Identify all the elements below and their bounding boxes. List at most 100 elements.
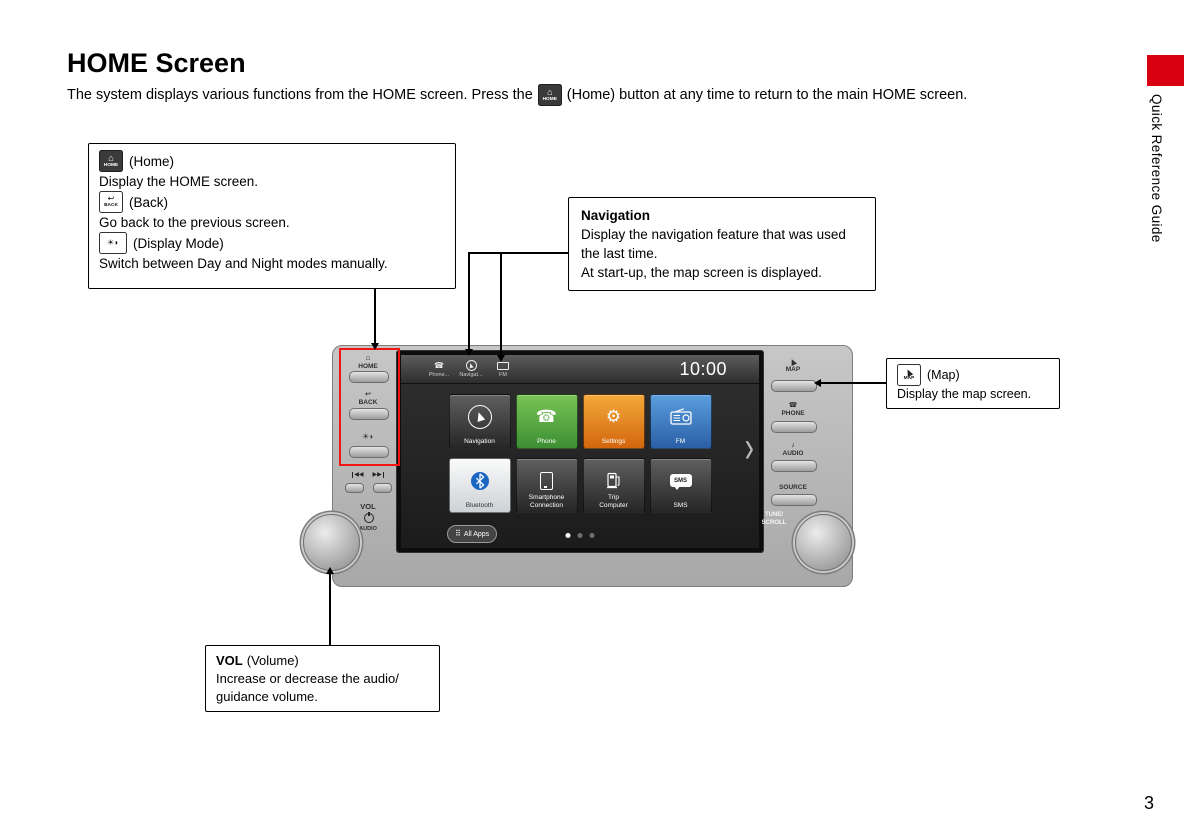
back-hard-button-label: ↩BACK [358, 391, 378, 406]
status-bar: ☎ Phone... Navigat... FM 10:00 [401, 355, 759, 384]
display-mode-hard-button [349, 446, 389, 458]
connector-line-volume [329, 574, 331, 645]
app-tile-fm: FM [649, 394, 712, 449]
callout-volume: VOL(Volume) Increase or decrease the aud… [205, 645, 440, 712]
tune-scroll-knob [795, 514, 852, 571]
callout-navigation: Navigation Display the navigation featur… [568, 197, 876, 291]
phone-hard-button [771, 421, 817, 433]
arrowhead [497, 355, 505, 362]
display-mode-desc: Switch between Day and Night modes manua… [99, 256, 388, 271]
callout-home-back-display: ⌂HOME (Home) Display the HOME screen. ↩B… [88, 143, 456, 289]
clock: 10:00 [679, 358, 727, 379]
radio-icon [669, 408, 692, 425]
phone-hard-button-label: ☎PHONE [781, 402, 805, 417]
map-row: MAP (Map) [897, 364, 1049, 386]
phone-icon: ☎ [788, 402, 798, 409]
tune-scroll-label: TUNE/SCROLL [761, 512, 787, 526]
page-dot-active [565, 533, 571, 538]
app-tile-navigation: Navigation [448, 394, 511, 449]
audio-hard-button-label: ♪AUDIO [782, 442, 804, 457]
app-tile-settings: ⚙ Settings [582, 394, 645, 449]
home-desc: Display the HOME screen. [99, 174, 259, 189]
all-apps-button: ⠿ All Apps [447, 525, 498, 543]
power-icon [364, 512, 374, 523]
side-section-label: Quick Reference Guide [1149, 94, 1164, 243]
navigation-icon [467, 404, 492, 429]
source-hard-button-label: SOURCE [779, 484, 807, 491]
back-icon: ↩BACK [99, 191, 123, 213]
intro-text: The system displays various functions fr… [67, 84, 1137, 106]
smartphone-icon [540, 471, 553, 490]
status-fm: FM [487, 361, 519, 378]
navigation-callout-desc2: At start-up, the map screen is displayed… [581, 265, 822, 280]
grid-icon: ⠿ [455, 529, 461, 538]
highlight-frame [339, 348, 400, 466]
connector-line-navigation [500, 252, 502, 356]
display-mode-icon: ☀◗ [361, 432, 374, 441]
display-mode-label: (Display Mode) [133, 235, 224, 251]
page-dot [577, 533, 583, 538]
home-hard-button [349, 371, 389, 383]
page-number: 3 [1144, 793, 1155, 813]
callout-map: MAP (Map) Display the map screen. [886, 358, 1060, 409]
map-arrow-icon [789, 358, 797, 366]
connector-line-navigation [468, 252, 470, 350]
app-tile-trip-computer: Trip Computer [582, 458, 645, 513]
arrowhead [814, 379, 821, 387]
back-hard-button [349, 408, 389, 420]
back-label: (Back) [129, 194, 169, 210]
page-dots [565, 533, 595, 538]
map-icon: MAP [897, 364, 921, 386]
status-phone: ☎ Phone... [428, 360, 450, 378]
app-tile-bluetooth: Bluetooth [448, 458, 511, 513]
section-color-tab [1147, 55, 1184, 86]
home-icon: ⌂ [365, 353, 371, 362]
app-tile-smartphone-connection: Smartphone Connection [515, 458, 578, 513]
volume-label: (Volume) [246, 653, 299, 668]
map-hard-button-label: MAP [763, 358, 823, 373]
app-grid: Navigation ☎ Phone ⚙ Settings [401, 394, 759, 513]
screen-bezel: ☎ Phone... Navigat... FM 10:00 [396, 350, 764, 553]
source-hard-button [771, 494, 817, 506]
page-title: HOME Screen [67, 48, 246, 78]
navigation-callout-desc1: Display the navigation feature that was … [581, 227, 846, 261]
status-navigation: Navigat... [455, 360, 487, 378]
volume-label-bold: VOL [216, 653, 243, 668]
home-row: ⌂HOME (Home) [99, 150, 445, 172]
home-label: (Home) [129, 153, 175, 169]
phone-icon: ☎ [535, 407, 558, 426]
bluetooth-icon [470, 471, 489, 490]
home-icon: ⌂HOME [537, 84, 562, 106]
intro-after: (Home) button at any time to return to t… [566, 87, 968, 103]
map-hard-button [771, 380, 817, 392]
display-mode-hard-button-label: ☀◗ [340, 433, 396, 441]
display-mode-icon: ☀◗ [99, 232, 127, 254]
fm-status-icon [497, 361, 509, 371]
fuel-pump-icon [606, 472, 622, 489]
volume-knob [303, 514, 360, 571]
next-track-icon: ▶▶ [372, 472, 384, 478]
map-desc: Display the map screen. [897, 387, 1032, 401]
back-row: ↩BACK (Back) [99, 191, 445, 213]
infotainment-unit: ⌂HOME ↩BACK ☀◗ ◀◀▶▶ VOL AUDIO ☎ Phone... [303, 345, 855, 593]
intro-before: The system displays various functions fr… [67, 87, 533, 103]
next-page-chevron: › [744, 421, 754, 471]
home-hard-button-label: ⌂HOME [358, 353, 378, 371]
audio-hard-button [771, 460, 817, 472]
arrowhead [371, 343, 379, 350]
volume-label-row: VOL(Volume) [216, 652, 429, 670]
gear-icon: ⚙ [605, 407, 622, 426]
volume-desc1: Increase or decrease the audio/ [216, 671, 399, 686]
arrowhead [326, 567, 334, 574]
connector-line-navigation [468, 252, 568, 254]
volume-desc2: guidance volume. [216, 689, 318, 704]
next-track-button [372, 483, 392, 493]
app-tile-phone: ☎ Phone [515, 394, 578, 449]
previous-track-button [344, 483, 364, 493]
back-desc: Go back to the previous screen. [99, 215, 290, 230]
touchscreen: ☎ Phone... Navigat... FM 10:00 [401, 355, 759, 548]
music-note-icon: ♪ [791, 442, 795, 449]
seek-track-icons: ◀◀▶▶ [340, 472, 396, 478]
vol-audio-label: AUDIO [359, 526, 377, 532]
